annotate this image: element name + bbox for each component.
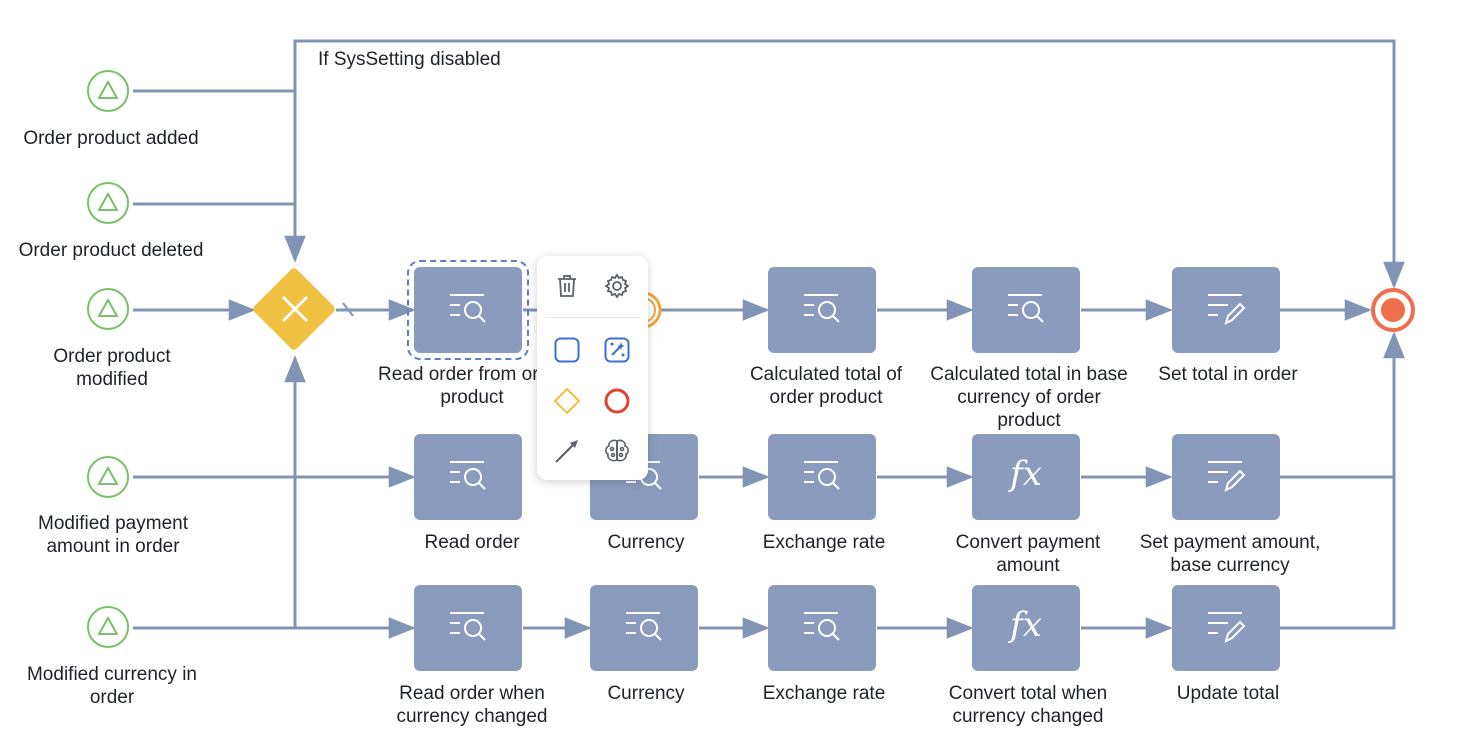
start-event-order-product-added[interactable]: [87, 70, 129, 112]
signal-icon: [97, 616, 119, 635]
sequence-flow[interactable]: [1280, 331, 1405, 479]
gateway-diamond-icon: [553, 387, 581, 415]
task-label: Currency: [607, 683, 685, 704]
signal-icon: [97, 80, 119, 99]
task-set-payment-amount[interactable]: [1172, 434, 1280, 520]
delete-button[interactable]: [552, 271, 582, 301]
read-data-icon: [804, 294, 840, 323]
add-gateway-button[interactable]: [552, 386, 582, 416]
task-calculated-total-of-order-product[interactable]: [768, 267, 876, 353]
trash-icon: [558, 275, 576, 297]
start-event-order-product-modified[interactable]: [87, 288, 129, 330]
signal-icon: [97, 466, 119, 485]
modify-data-icon: [1208, 461, 1246, 492]
task-label: Calculated total in base currency of ord…: [930, 364, 1128, 431]
magic-element-icon: [604, 337, 630, 363]
read-data-icon: [626, 612, 662, 641]
add-task-button[interactable]: [552, 335, 582, 365]
task-exchange-rate[interactable]: [768, 585, 876, 671]
read-data-icon: [804, 461, 840, 490]
task-exchange-rate[interactable]: [768, 434, 876, 520]
task-calculated-total-base-currency[interactable]: [972, 267, 1080, 353]
element-context-menu: [537, 256, 648, 480]
sequence-flow[interactable]: [1280, 477, 1396, 630]
x-icon: [281, 295, 309, 323]
start-event-modified-currency[interactable]: [87, 606, 129, 648]
signal-icon: [97, 298, 119, 317]
ai-brain-icon: [605, 439, 629, 462]
task-label: Read order when currency changed: [396, 683, 548, 727]
task-label: Set payment amount, base currency: [1139, 532, 1321, 576]
modify-data-icon: [1208, 294, 1246, 325]
sequence-flow-bypass[interactable]: [293, 39, 1405, 289]
task-label: Currency: [607, 532, 685, 553]
start-event-label: Order product deleted: [18, 240, 204, 261]
read-data-icon: [1008, 294, 1044, 323]
start-event-label: Order product modified: [53, 346, 171, 390]
add-connector-button[interactable]: [552, 436, 582, 466]
task-label: Set total in order: [1158, 364, 1298, 385]
menu-divider: [545, 317, 640, 318]
task-set-total-in-order[interactable]: [1172, 267, 1280, 353]
task-label: Convert payment amount: [955, 532, 1101, 576]
formula-icon: fx: [1010, 454, 1042, 494]
task-label: Update total: [1176, 683, 1280, 704]
signal-icon: [97, 192, 119, 211]
read-data-icon: [450, 461, 486, 490]
start-event-label: Order product added: [23, 128, 199, 149]
task-label: Exchange rate: [762, 532, 886, 553]
task-label: Read order: [424, 532, 520, 553]
read-data-icon: [804, 612, 840, 641]
connector-arrow-icon: [555, 440, 578, 463]
settings-button[interactable]: [602, 271, 632, 301]
start-event-order-product-deleted[interactable]: [87, 182, 129, 224]
add-end-event-button[interactable]: [602, 386, 632, 416]
task-read-order-when-currency-changed[interactable]: [414, 585, 522, 671]
task-label: Exchange rate: [762, 683, 886, 704]
task-convert-payment-amount[interactable]: fx: [972, 434, 1080, 520]
ai-assistant-button[interactable]: [602, 436, 632, 466]
start-event-label: Modified currency in order: [26, 664, 198, 708]
task-currency[interactable]: [590, 585, 698, 671]
task-update-total[interactable]: [1172, 585, 1280, 671]
task-label: Convert total when currency changed: [948, 683, 1108, 727]
task-read-order-from-order-product[interactable]: [407, 260, 529, 360]
modify-data-icon: [1208, 612, 1246, 643]
task-convert-total-when-currency-changed[interactable]: fx: [972, 585, 1080, 671]
task-square-icon: [554, 337, 580, 363]
condition-label: If SysSetting disabled: [318, 49, 501, 70]
read-data-icon: [450, 294, 486, 323]
end-event-circle-icon: [604, 388, 630, 414]
add-magic-element-button[interactable]: [602, 335, 632, 365]
formula-icon: fx: [1010, 605, 1042, 645]
start-event-label: Modified payment amount in order: [38, 513, 188, 557]
gear-icon: [604, 273, 630, 299]
task-read-order[interactable]: [414, 434, 522, 520]
start-event-modified-payment-amount[interactable]: [87, 456, 129, 498]
terminate-end-event[interactable]: [1371, 288, 1415, 332]
task-label: Calculated total of order product: [749, 364, 903, 408]
read-data-icon: [450, 612, 486, 641]
